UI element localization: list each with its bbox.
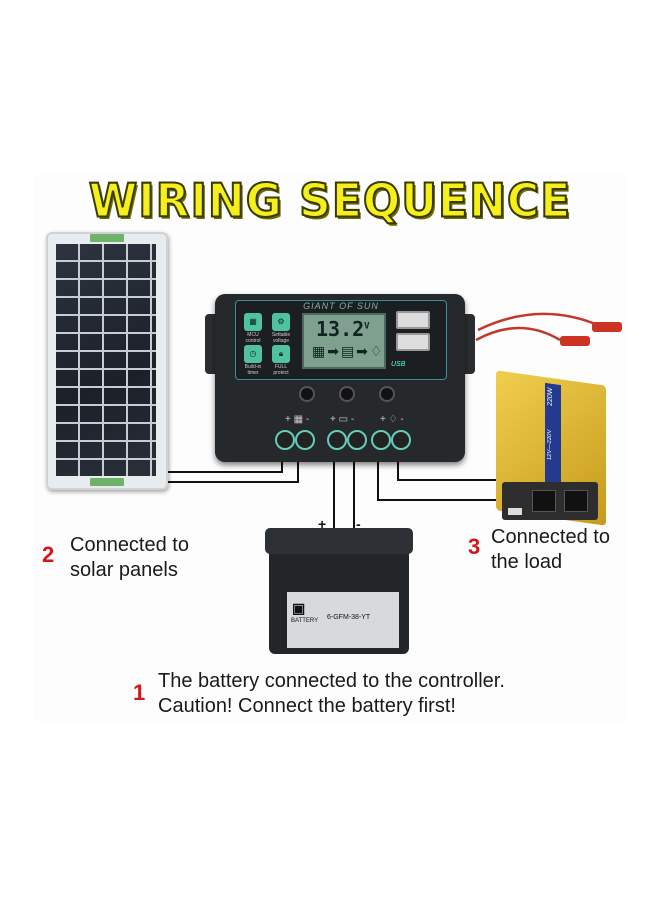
inverter-front-panel bbox=[502, 482, 598, 520]
load-terminal-symbol: + ♢ - bbox=[380, 414, 404, 425]
timer-clock-icon: ◷ bbox=[244, 345, 262, 363]
panel-bottom-label bbox=[90, 478, 124, 486]
lcd-display: 13.2V ▦➡▤➡♢ bbox=[302, 313, 386, 369]
timer-label: Build-in timer bbox=[244, 364, 262, 376]
step-2-text: Connected to solar panels bbox=[70, 533, 189, 583]
battery-terminal-symbol: + ▭ - bbox=[330, 414, 355, 425]
solar-panel bbox=[46, 232, 168, 490]
settings-gear-icon: ⚙ bbox=[272, 313, 290, 331]
step-2-line-2: solar panels bbox=[70, 559, 178, 581]
solar-terminal-symbol: + ▦ - bbox=[285, 414, 310, 425]
usb-port-1 bbox=[396, 311, 430, 329]
step-1-number: 1 bbox=[133, 680, 146, 705]
terminal-solar-positive bbox=[275, 430, 295, 450]
wire-load-negative bbox=[397, 456, 500, 481]
step-3-number: 3 bbox=[468, 534, 481, 559]
battery-model: 6-GFM-38-YT bbox=[327, 614, 371, 621]
step-2-line-1: Connected to bbox=[70, 534, 189, 556]
battery-logo: ▣ bbox=[292, 600, 306, 616]
terminal-load-negative bbox=[391, 430, 411, 450]
terminal-load-positive bbox=[371, 430, 391, 450]
mcu-label: MCU control bbox=[245, 332, 261, 344]
step-3-line-2: the load bbox=[491, 551, 563, 573]
controller-brand: GIANT OF SUN bbox=[303, 301, 379, 311]
solar-cell-grid bbox=[56, 244, 156, 476]
usb-label: USB bbox=[391, 361, 406, 368]
usb-port-2 bbox=[396, 333, 430, 351]
step-3-text: Connected to the load bbox=[491, 525, 610, 575]
step-2-number: 2 bbox=[42, 542, 55, 567]
lcd-status-icons: ▦➡▤➡♢ bbox=[312, 343, 385, 359]
controller-button-1[interactable] bbox=[299, 386, 315, 402]
step-3-line-1: Connected to bbox=[491, 526, 610, 548]
inverter-voltage-text: 12V—220V bbox=[547, 429, 553, 461]
battery-body: ▣ BATTERY 6-GFM-38-YT bbox=[269, 542, 409, 654]
panel-top-label bbox=[90, 234, 124, 242]
step-1-text: The battery connected to the controller.… bbox=[158, 669, 505, 719]
settable-voltage-label: Settable voltage bbox=[271, 332, 291, 344]
step-1-line-1: The battery connected to the controller. bbox=[158, 670, 505, 692]
terminal-battery-negative bbox=[347, 430, 367, 450]
battery-clamp-1 bbox=[560, 336, 590, 346]
wire-load-positive bbox=[377, 456, 512, 501]
wiring-title: WIRING SEQUENCE bbox=[88, 174, 572, 230]
controller-faceplate: GIANT OF SUN ▦ MCU control ⚙ Settable vo… bbox=[235, 300, 447, 380]
battery-label: ▣ BATTERY 6-GFM-38-YT bbox=[287, 592, 399, 648]
battery-brand: BATTERY bbox=[291, 618, 319, 624]
controller-button-2[interactable] bbox=[339, 386, 355, 402]
inverter-usb-port bbox=[508, 508, 522, 515]
battery: ▣ BATTERY 6-GFM-38-YT bbox=[265, 528, 413, 654]
inverter-cable-red-2 bbox=[477, 312, 601, 332]
protect-label: FULL protect bbox=[273, 364, 289, 376]
controller-button-3[interactable] bbox=[379, 386, 395, 402]
wire-solar-negative bbox=[164, 456, 299, 483]
ac-socket-2 bbox=[564, 490, 588, 512]
terminal-solar-negative bbox=[295, 430, 315, 450]
step-1-line-2: Caution! Connect the battery first! bbox=[158, 695, 456, 717]
inverter-cable-red bbox=[475, 326, 561, 342]
lcd-voltage: 13.2V bbox=[316, 317, 370, 341]
charge-controller: GIANT OF SUN ▦ MCU control ⚙ Settable vo… bbox=[205, 294, 475, 464]
protect-lock-icon: 🔒︎ bbox=[272, 345, 290, 363]
battery-plus-sign: + bbox=[318, 516, 327, 532]
power-inverter: 220W 12V—220V bbox=[490, 370, 618, 528]
controller-body: GIANT OF SUN ▦ MCU control ⚙ Settable vo… bbox=[215, 294, 465, 462]
battery-minus-sign: - bbox=[356, 516, 361, 532]
terminal-battery-positive bbox=[327, 430, 347, 450]
battery-clamp-2 bbox=[592, 322, 622, 332]
inverter-rating: 220W bbox=[547, 387, 554, 407]
battery-lid bbox=[265, 528, 413, 554]
ac-socket-1 bbox=[532, 490, 556, 512]
mcu-icon: ▦ bbox=[244, 313, 262, 331]
